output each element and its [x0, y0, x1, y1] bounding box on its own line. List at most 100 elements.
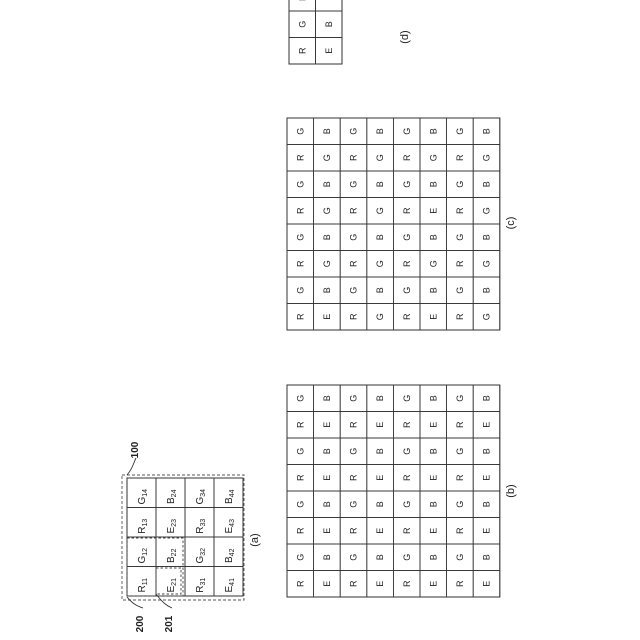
grid-d: RGRGEBEB — [289, 0, 342, 64]
grid-b-cell-label: R — [455, 421, 465, 428]
grid-b-cell-label: B — [428, 395, 438, 401]
grid-c-cell-label: G — [428, 260, 438, 267]
grid-b-cell-label: B — [375, 554, 385, 560]
grid-b-cell-label: G — [349, 448, 359, 455]
grid-b-cell-label: E — [322, 528, 332, 534]
grid-c-cell-label: G — [455, 287, 465, 294]
grid-b-cell-label: R — [349, 474, 359, 481]
grid-d-cell-label: E — [324, 48, 334, 54]
grid-b-cell-label: B — [482, 448, 492, 454]
grid-b-cell-label: R — [402, 527, 412, 534]
grid-a-cell-label: E21 — [166, 578, 178, 593]
grid-d-cell-label: G — [297, 21, 307, 28]
grid-c-cell-label: G — [349, 234, 359, 241]
grid-c-cell-label: G — [349, 128, 359, 135]
caption-b: (b) — [505, 484, 517, 497]
grid-d-cell-label: R — [297, 47, 307, 54]
grid-b-cell-label: G — [455, 395, 465, 402]
grid-b-cell-label: R — [455, 527, 465, 534]
grid-c-cell-label: E — [428, 314, 438, 320]
grid-c-cell-label: G — [349, 181, 359, 188]
grid-c-cell-label: B — [322, 287, 332, 293]
grid-b-cell-label: B — [322, 501, 332, 507]
grid-c-cell-label: G — [402, 287, 412, 294]
grid-c-cell-label: R — [455, 260, 465, 267]
grid-b-cell-label: E — [375, 422, 385, 428]
grid-c-cell-label: G — [482, 154, 492, 161]
grid-b-cell-label: B — [428, 448, 438, 454]
grid-c-cell-label: E — [322, 314, 332, 320]
grid-c-cell-label: R — [402, 207, 412, 214]
grid-c-cell-label: G — [295, 128, 305, 135]
grid-c-cell-label: B — [428, 181, 438, 187]
grid-b-cell-label: R — [402, 580, 412, 587]
grid-b-cell-label: G — [402, 395, 412, 402]
grid-c-cell-label: G — [402, 234, 412, 241]
outer-label-leader — [127, 458, 136, 475]
grid-d-cell-label: R — [297, 0, 307, 1]
grid-b-cell-label: G — [455, 448, 465, 455]
grid-b-cell-label: E — [482, 475, 492, 481]
grid-c-cell-label: G — [482, 260, 492, 267]
grid-c-cell-label: G — [322, 260, 332, 267]
pixel-group-label: 200 — [135, 615, 146, 632]
grid-b-cell-label: B — [482, 395, 492, 401]
grid-c-cell-label: B — [375, 287, 385, 293]
grid-b-cell-label: B — [322, 395, 332, 401]
grid-b-cell-label: E — [375, 581, 385, 587]
caption-d: (d) — [399, 30, 411, 43]
grid-c-cell-label: R — [455, 313, 465, 320]
grid-c-cell-label: G — [402, 128, 412, 135]
grid-b-cell-label: B — [322, 554, 332, 560]
grid-c-cell-label: G — [375, 207, 385, 214]
grid-b-cell-label: E — [322, 422, 332, 428]
grid-b-cell-label: R — [402, 474, 412, 481]
grid-c-cell-label: G — [375, 154, 385, 161]
grid-b-cell-label: E — [428, 475, 438, 481]
grid-c-cell-label: R — [349, 260, 359, 267]
grid-c-cell-label: G — [375, 313, 385, 320]
grid-c-cell-label: G — [482, 313, 492, 320]
caption-c: (c) — [505, 217, 517, 230]
grid-c-cell-label: R — [455, 154, 465, 161]
grid-a-cell-label: G34 — [195, 489, 207, 505]
grid-c-cell-label: B — [375, 234, 385, 240]
grid-c-cell-label: B — [322, 128, 332, 134]
grid-c-cell-label: G — [402, 181, 412, 188]
grid-b-cell-label: B — [322, 448, 332, 454]
grid-c-cell-label: B — [428, 234, 438, 240]
grid-b-cell-label: E — [322, 475, 332, 481]
grid-b-cell-label: E — [375, 528, 385, 534]
grid-b-cell-label: R — [295, 527, 305, 534]
grid-a-cell-label: B24 — [166, 489, 178, 504]
grid-c-cell-label: R — [349, 313, 359, 320]
grid-b-cell-label: R — [295, 421, 305, 428]
grid-b-cell-label: G — [349, 554, 359, 561]
grid-c-cell-label: B — [322, 181, 332, 187]
grid-c-cell-label: G — [295, 234, 305, 241]
grid-b-cell-label: R — [349, 421, 359, 428]
grid-b-cell-label: E — [428, 422, 438, 428]
grid-b-cell-label: G — [349, 501, 359, 508]
grid-a-cell-label: E41 — [224, 578, 236, 593]
grid-b-cell-label: R — [295, 474, 305, 481]
grid-b-cell-label: E — [428, 581, 438, 587]
grid-c-cell-label: R — [295, 154, 305, 161]
grid-b-cell-label: B — [375, 501, 385, 507]
grid-b-cell-label: B — [482, 501, 492, 507]
grid-b-cell-label: B — [482, 554, 492, 560]
grid-c-cell-label: B — [428, 287, 438, 293]
grid-c-cell-label: B — [428, 128, 438, 134]
grid-d-cell-label: E — [324, 0, 334, 1]
grid-a-cell-label: G12 — [137, 548, 149, 564]
outer-block-label: 100 — [130, 441, 141, 458]
grid-c-cell-label: B — [482, 128, 492, 134]
grid-b-cell-label: G — [295, 448, 305, 455]
grid-c-cell-label: G — [295, 287, 305, 294]
grid-b-cell-label: E — [482, 581, 492, 587]
grid-c-cell-label: B — [482, 181, 492, 187]
grid-c-cell-label: G — [455, 234, 465, 241]
grid-c-cell-label: R — [455, 207, 465, 214]
grid-b-cell-label: R — [349, 580, 359, 587]
